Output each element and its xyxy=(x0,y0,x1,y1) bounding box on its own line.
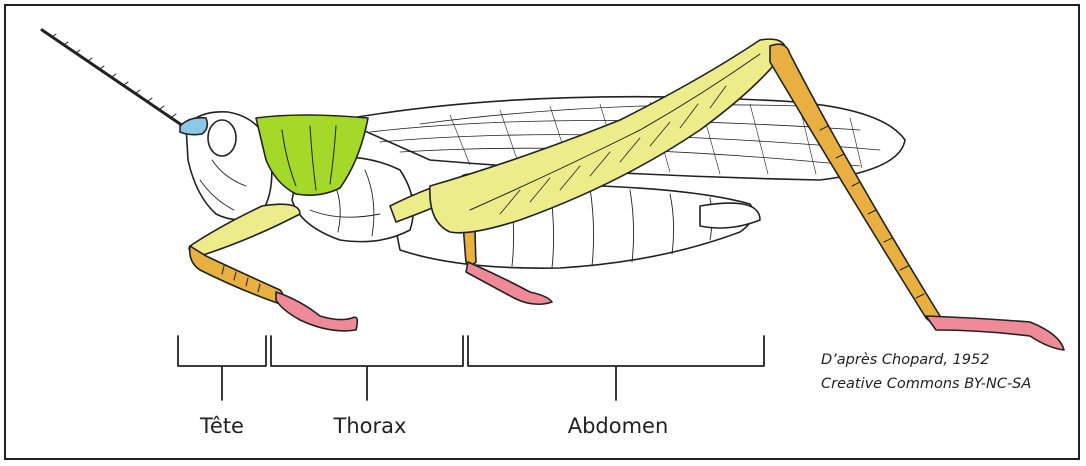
credit-license: Creative Commons BY-NC-SA xyxy=(821,376,1031,392)
compound-eye xyxy=(208,120,236,156)
hind-leg-tibia xyxy=(770,44,940,321)
head-label: Tête xyxy=(200,414,244,438)
abdomen-label: Abdomen xyxy=(568,414,669,438)
thorax-label: Thorax xyxy=(334,414,407,438)
front-leg-tibia xyxy=(190,246,283,304)
front-leg-foot xyxy=(276,292,357,331)
thorax-bracket xyxy=(271,336,463,400)
credit-source: D’après Chopard, 1952 xyxy=(821,352,989,368)
abdomen-bracket xyxy=(468,336,764,400)
hind-leg-foot xyxy=(926,316,1064,350)
head-bracket xyxy=(178,336,266,400)
head-eye-patch xyxy=(180,118,207,135)
